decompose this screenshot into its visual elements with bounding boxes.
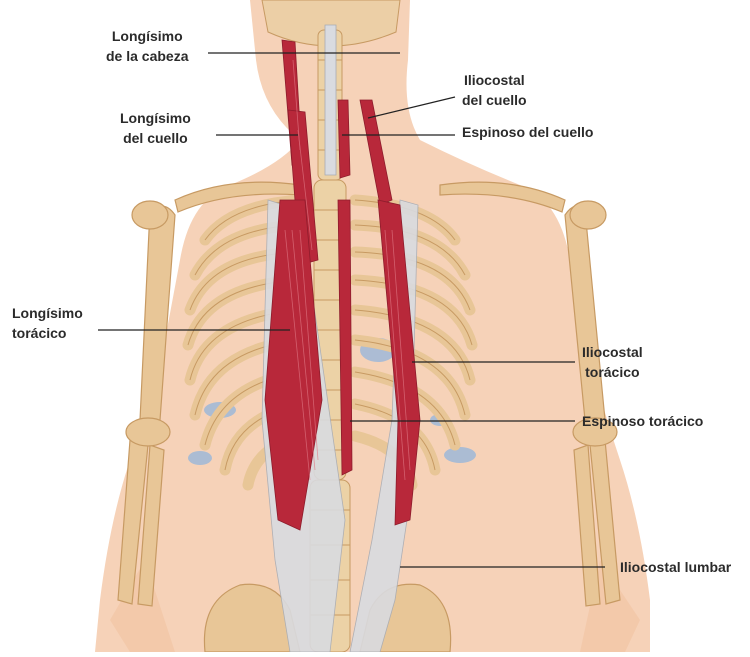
label-longisimo-cabeza: Longísimo de la cabeza <box>106 26 189 66</box>
label-iliocostal-lumbar: Iliocostal lumbar <box>620 557 731 577</box>
label-longisimo-cuello: Longísimo del cuello <box>120 108 191 148</box>
label-iliocostal-cuello: Iliocostal del cuello <box>462 70 527 110</box>
label-espinoso-toracico: Espinoso torácico <box>582 411 703 431</box>
label-espinoso-cuello: Espinoso del cuello <box>462 122 593 142</box>
label-iliocostal-toracico: Iliocostal torácico <box>582 342 643 382</box>
espinoso-cuello-muscle <box>338 100 350 178</box>
label-longisimo-toracico: Longísimo torácico <box>12 303 83 343</box>
